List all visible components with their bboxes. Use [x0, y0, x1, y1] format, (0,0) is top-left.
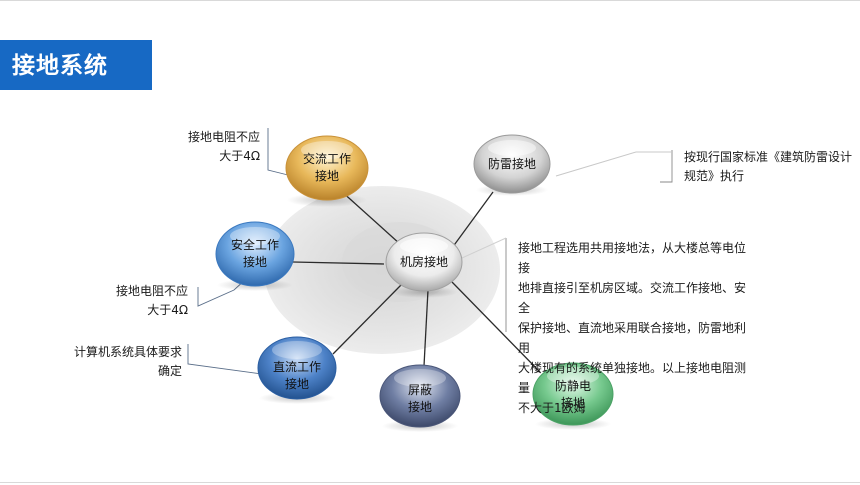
leader-lightning-diagonal: [555, 151, 637, 177]
lightning-note: 按现行国家标准《建筑防雷设计 规范》执行: [684, 150, 853, 183]
connector-antistatic: [451, 281, 541, 373]
center-note: 接地工程选用共用接地法，从大楼总等电位接 地排直接引至机房区域。交流工作接地、安…: [518, 241, 747, 415]
connector-shield: [423, 289, 429, 367]
node-ac: [285, 135, 369, 201]
safety-note: 接地电阻不应 大于4Ω: [115, 284, 188, 317]
node-antistatic: [532, 362, 614, 426]
node-center: [385, 232, 463, 292]
node-lightning: [473, 134, 551, 194]
connector-lightning: [451, 191, 494, 249]
leader-ac: [267, 128, 293, 177]
node-shield: [379, 364, 461, 428]
page-title: 接地系统: [12, 53, 108, 79]
top-divider: [0, 0, 860, 1]
bottom-divider: [0, 482, 860, 483]
dc-note: 计算机系统具体要求 确定: [73, 345, 182, 378]
shadow-center: [390, 286, 458, 298]
node-safety: [215, 221, 295, 287]
ac-note: 接地电阻不应 大于4Ω: [187, 130, 260, 163]
node-dc: [257, 336, 337, 400]
title-bar: 接地系统: [0, 40, 152, 90]
leader-center-diagonal: [461, 237, 507, 259]
connector-safety: [292, 261, 385, 265]
leader-lightning: [660, 150, 673, 183]
connector-dc: [332, 283, 403, 355]
leader-dc: [187, 344, 263, 375]
